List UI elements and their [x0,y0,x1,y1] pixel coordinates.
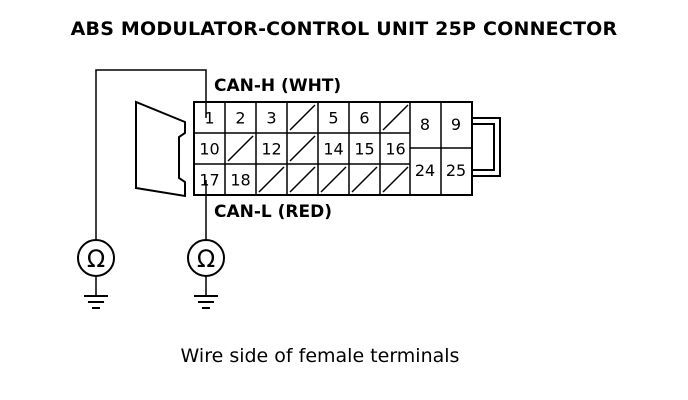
terminal-1-label: 1 [204,109,214,128]
connector-latch [135,100,186,198]
connector-lock-tab [472,117,501,177]
empty-terminal-slash [289,135,316,162]
ohmmeter-left: Ω [77,239,115,309]
terminal-25-label: 25 [446,161,466,180]
terminal-14-label: 14 [323,140,343,159]
terminal-24-label: 24 [415,161,435,180]
terminal-12-label: 12 [261,140,281,159]
can-h-label: CAN-H (WHT) [214,76,342,96]
terminal-6-label: 6 [359,109,369,128]
right-terminal-cells: 8 9 24 25 [415,115,466,180]
diagram-title: ABS MODULATOR-CONTROL UNIT 25P CONNECTOR [70,18,618,40]
empty-terminal-slash [258,166,285,193]
terminal-10-label: 10 [199,140,219,159]
terminal-9-label: 9 [451,115,461,134]
wire-can-h [95,69,207,240]
terminal-8-label: 8 [420,115,430,134]
empty-terminal-slash [382,166,409,193]
ohm-symbol-right: Ω [197,245,215,273]
empty-terminal-slash [227,135,254,162]
empty-terminal-slash [382,104,409,131]
terminal-3-label: 3 [266,109,276,128]
ohm-symbol-left: Ω [87,245,105,273]
can-l-label: CAN-L (RED) [214,202,333,222]
terminal-2-label: 2 [235,109,245,128]
ohmmeter-right: Ω [187,239,225,309]
terminal-5-label: 5 [328,109,338,128]
empty-terminal-slash [289,166,316,193]
empty-terminal-slash [351,166,378,193]
empty-terminal-slash [289,104,316,131]
terminal-15-label: 15 [354,140,374,159]
terminal-16-label: 16 [385,140,405,159]
connector-grid-lines [194,102,472,195]
terminal-18-label: 18 [230,171,250,190]
terminal-17-label: 17 [199,171,219,190]
empty-terminal-slash [320,166,347,193]
caption: Wire side of female terminals [180,345,460,367]
